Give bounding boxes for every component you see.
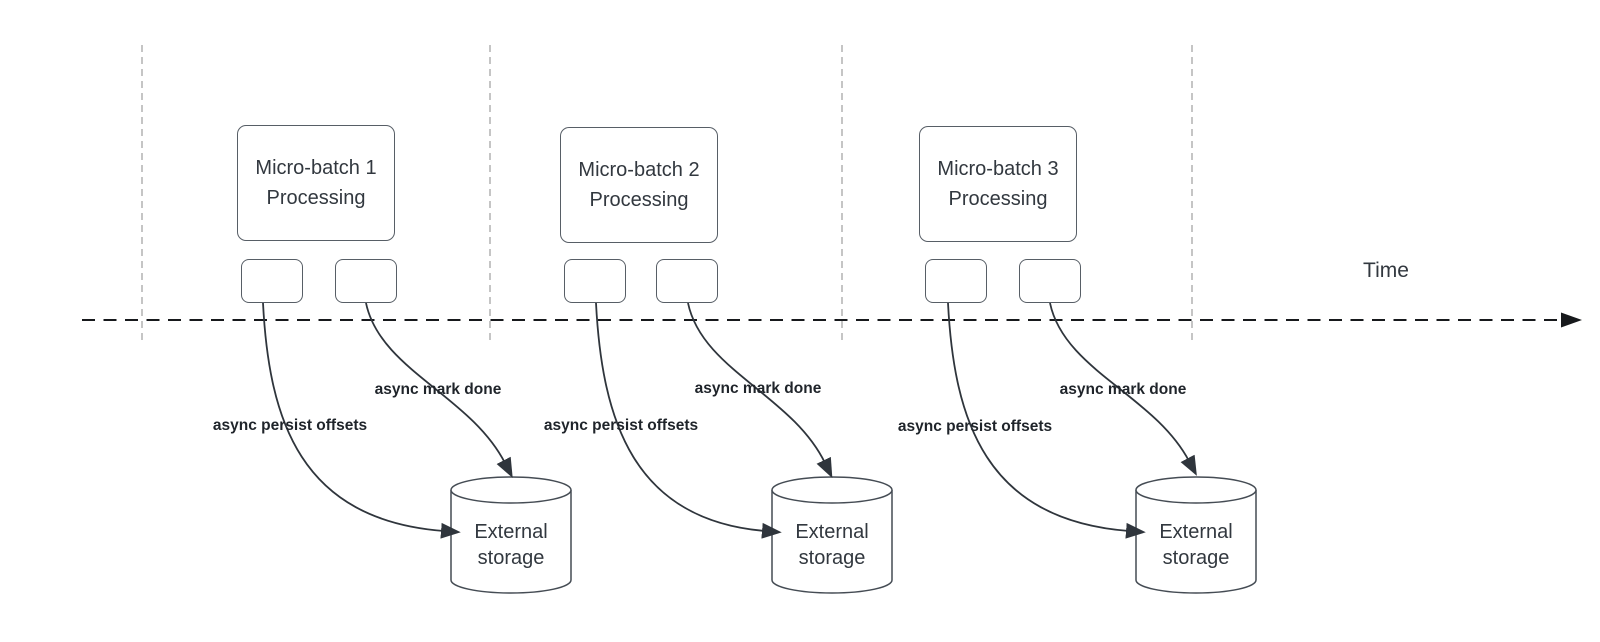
time-label: Time <box>1363 259 1409 282</box>
cylinder-body <box>771 490 893 594</box>
external-storage-cylinder-3 <box>1135 476 1257 594</box>
micro-batch-1-title-line1: Micro-batch 1 <box>255 157 377 179</box>
mark-done-arrow-3 <box>1049 302 1197 476</box>
storage-label-line2: storage <box>477 547 545 569</box>
storage-label-line1: External <box>1159 521 1233 543</box>
persist-offsets-arrow-3 <box>947 302 1146 539</box>
time-axis-arrowhead-icon <box>1561 312 1582 328</box>
cylinder-body <box>450 490 572 594</box>
micro-batch-2-title-line2: Processing <box>589 189 689 211</box>
mark-done-label-3: async mark done <box>1059 381 1187 398</box>
mark-done-label-2: async mark done <box>694 380 822 397</box>
micro-batch-2-box: Micro-batch 2 Processing <box>560 127 718 243</box>
external-storage-cylinder-2 <box>771 476 893 594</box>
persist-offsets-label-2: async persist offsets <box>543 417 699 434</box>
micro-batch-3-box: Micro-batch 3 Processing <box>919 126 1077 242</box>
storage-label-line2: storage <box>1162 547 1230 569</box>
persist-offsets-chip-2 <box>564 259 626 303</box>
storage-label-line1: External <box>474 521 548 543</box>
storage-label-line2: storage <box>798 547 866 569</box>
persist-offsets-chip-3 <box>925 259 987 303</box>
external-storage-label-1: External storage <box>474 519 547 571</box>
cylinder-body <box>1135 490 1257 594</box>
micro-batch-3-title-line1: Micro-batch 3 <box>937 158 1059 180</box>
external-storage-label-2: External storage <box>795 519 868 571</box>
persist-offsets-arrow-1 <box>262 302 461 539</box>
micro-batch-3-title-line2: Processing <box>948 188 1048 210</box>
mark-done-arrow-2 <box>687 302 833 479</box>
micro-batch-1-box: Micro-batch 1 Processing <box>237 125 395 241</box>
storage-label-line1: External <box>795 521 869 543</box>
persist-offsets-label-1: async persist offsets <box>212 417 368 434</box>
mark-done-chip-3 <box>1019 259 1081 303</box>
cylinder-top <box>1135 476 1257 504</box>
mark-done-chip-2 <box>656 259 718 303</box>
mark-done-chip-1 <box>335 259 397 303</box>
persist-offsets-arrow-2 <box>595 302 782 539</box>
external-storage-label-3: External storage <box>1159 519 1232 571</box>
cylinder-top <box>450 476 572 504</box>
micro-batch-1-title-line2: Processing <box>266 187 366 209</box>
mark-done-label-1: async mark done <box>374 381 502 398</box>
persist-offsets-label-3: async persist offsets <box>897 418 1053 435</box>
micro-batch-2-title-line1: Micro-batch 2 <box>578 159 700 181</box>
cylinder-top <box>771 476 893 504</box>
mark-done-arrow-1 <box>365 302 513 478</box>
persist-offsets-chip-1 <box>241 259 303 303</box>
